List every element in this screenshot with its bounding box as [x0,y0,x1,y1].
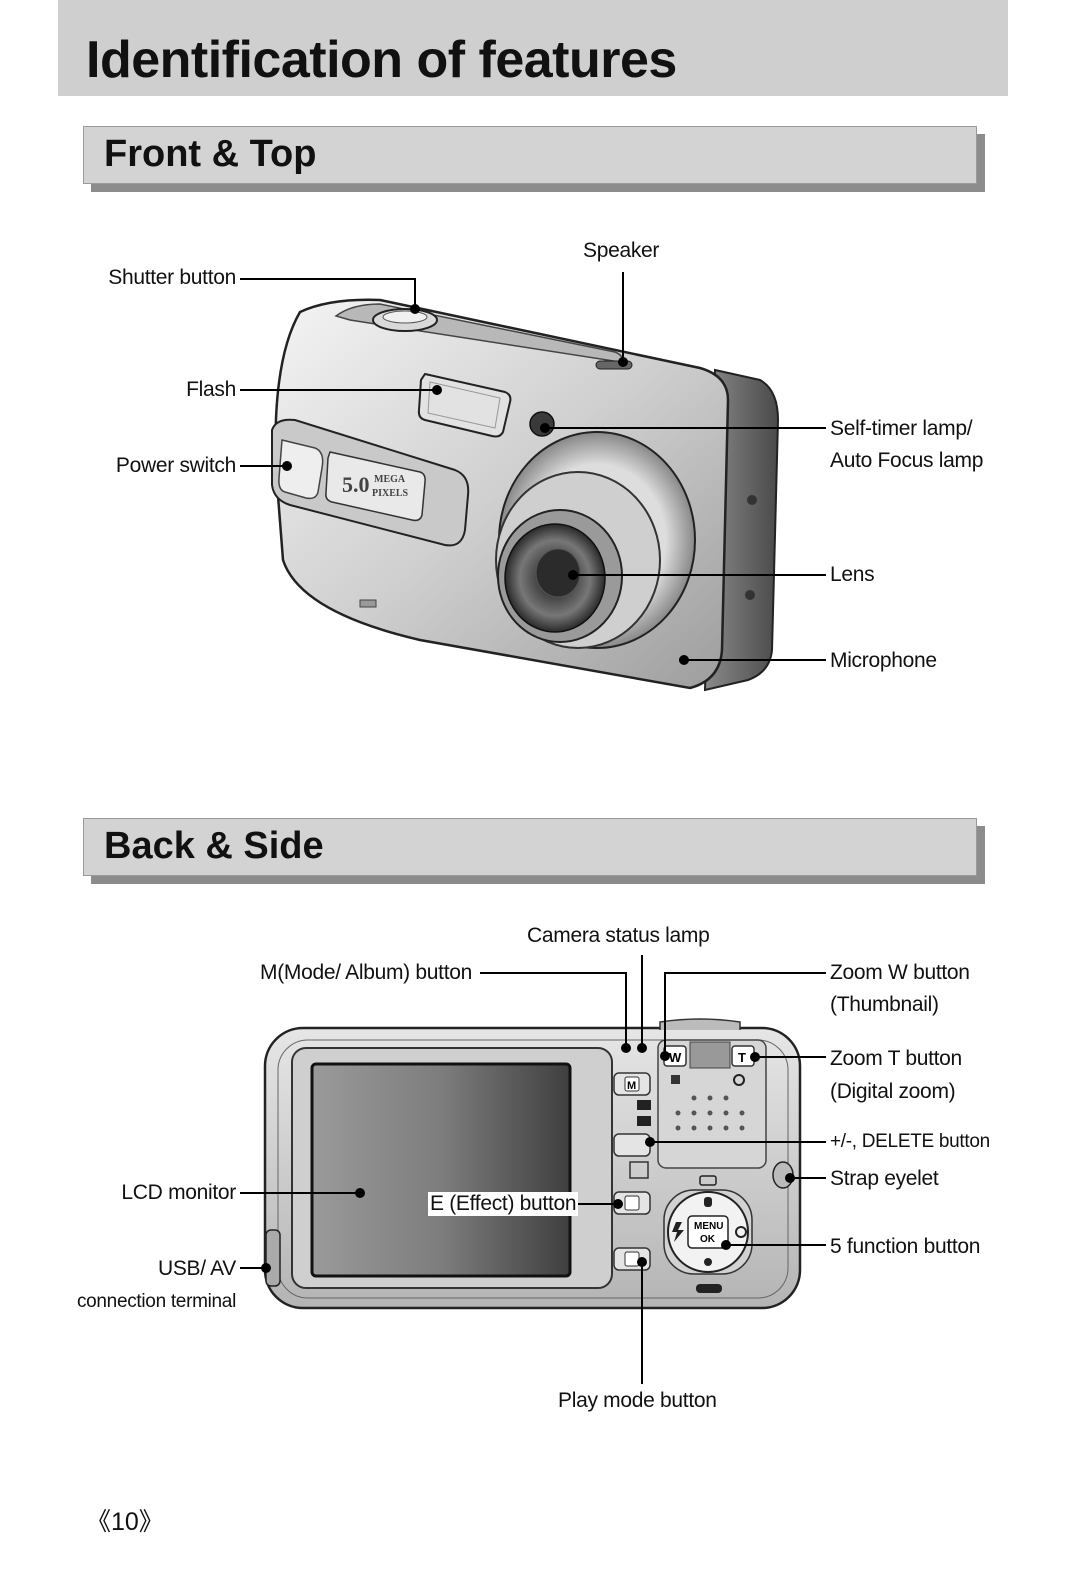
page-number: 《10》 [86,1508,164,1536]
megapixel-badge [325,451,426,522]
svg-text:OK: OK [700,1234,716,1245]
svg-text:M: M [627,1080,636,1092]
front-callout-dots [282,304,689,665]
label-lens: Lens [830,563,875,586]
voice-icon [699,1175,717,1186]
usb-cover [265,1229,281,1287]
delete-button-shape [613,1133,651,1157]
title-bar: Identification of features [58,0,1008,96]
back-callout-dots [261,1043,795,1273]
label-zoom-w-button: Zoom W button [830,961,970,984]
label-five-function-button: 5 function button [830,1235,981,1258]
section-header-front: Front & Top [83,126,977,184]
label-flash: Flash [186,378,236,401]
back-callout-lines [240,955,826,1384]
svg-text:T: T [738,1050,746,1065]
section-title-back: Back & Side [104,825,324,867]
back-camera: W T M MENU OK [263,1018,802,1310]
label-self-timer-lamp: Self-timer lamp/ [830,417,973,440]
thumbnail-icon [671,1075,680,1084]
flash-icon [672,1222,684,1242]
label-strap-eyelet: Strap eyelet [830,1167,939,1190]
section-header-back: Back & Side [83,818,977,876]
badge-line2: PIXELS [372,488,409,499]
badge-number: 5.0 [342,472,370,497]
magnify-icon [733,1074,745,1086]
label-power-switch: Power switch [115,454,236,477]
label-auto-focus-lamp: Auto Focus lamp [830,449,984,472]
svg-text:W: W [669,1050,682,1065]
front-callout-lines [240,272,826,661]
playpause-icon [696,1284,722,1293]
label-connection-terminal: connection terminal [76,1291,236,1312]
label-microphone: Microphone [830,649,937,672]
page-title: Identification of features [86,31,677,89]
svg-text:MENU: MENU [694,1221,723,1232]
label-camera-status-lamp: Camera status lamp [527,924,710,947]
timer-icon [735,1226,747,1238]
label-speaker: Speaker [583,239,660,262]
movie-mode-icon [637,1116,651,1126]
camera-mode-icon [637,1100,651,1110]
speaker-holes [675,1095,745,1131]
label-zoom-t-button: Zoom T button [830,1047,962,1070]
badge-line1: MEGA [374,474,406,485]
label-thumbnail: (Thumbnail) [830,993,939,1016]
label-lcd-monitor: LCD monitor [121,1181,236,1204]
label-shutter-button: Shutter button [108,266,236,289]
label-mode-button: M(Mode/ Album) button [260,961,472,984]
section-title-front: Front & Top [104,133,317,175]
macro-icon [704,1258,712,1266]
lcd-screen [310,1062,572,1278]
label-usb-av: USB/ AV [157,1257,236,1280]
label-digital-zoom: (Digital zoom) [830,1080,956,1103]
mic-icon [704,1197,712,1207]
label-play-mode-button: Play mode button [558,1389,717,1412]
label-delete-button: +/-, DELETE button [830,1131,990,1152]
front-camera: 5.0 MEGA PIXELS [271,298,780,692]
label-effect-button: E (Effect) button [428,1192,579,1216]
